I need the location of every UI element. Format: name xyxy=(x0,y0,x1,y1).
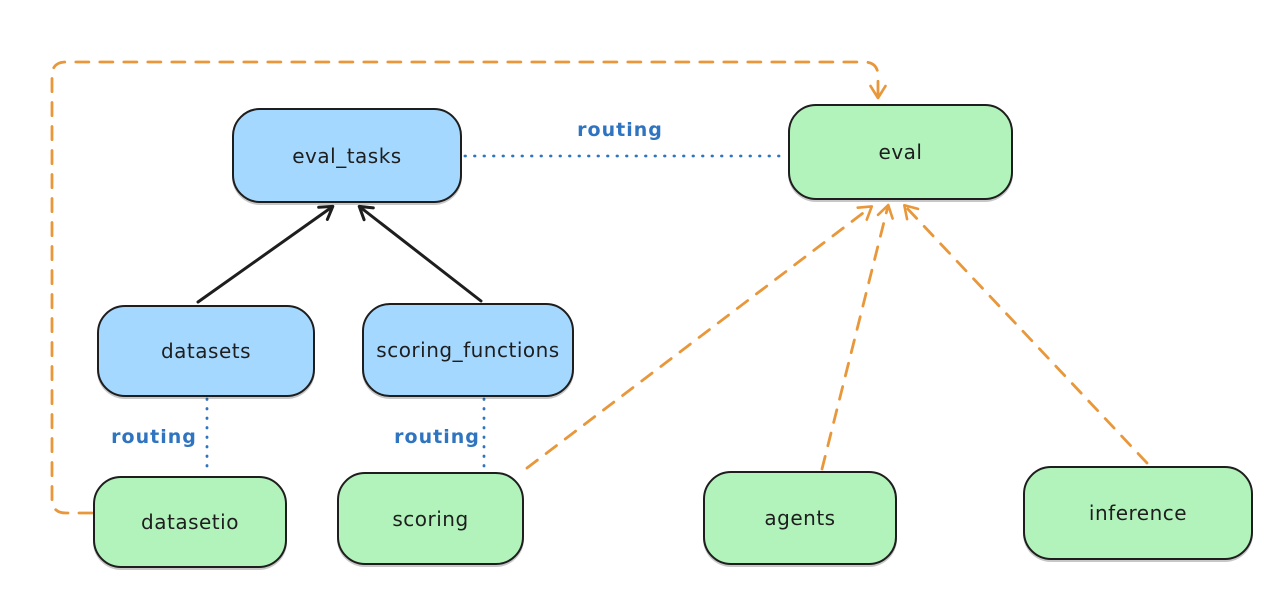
node-datasetio: datasetio xyxy=(93,476,287,568)
edge-datasetio-to-eval-loop xyxy=(50,60,887,515)
node-label-scoring: scoring xyxy=(392,506,469,531)
node-label-inference: inference xyxy=(1088,501,1188,525)
node-eval_tasks: eval_tasks xyxy=(232,108,462,203)
node-agents: agents xyxy=(703,471,897,565)
node-label-eval: eval xyxy=(878,140,923,164)
node-label-eval_tasks: eval_tasks xyxy=(292,143,402,168)
edge-datasets-to-eval_tasks xyxy=(196,204,335,304)
node-label-datasetio: datasetio xyxy=(141,510,239,534)
node-label-scoring_functions: scoring_functions xyxy=(376,338,560,362)
edge-inference-to-eval xyxy=(903,203,1149,465)
edge-label-scoring_functions-to-scoring-routing: routing xyxy=(394,426,480,448)
edge-label-datasets-to-datasetio-routing: routing xyxy=(111,426,197,448)
node-scoring: scoring xyxy=(337,472,524,565)
node-label-datasets: datasets xyxy=(160,339,252,363)
edge-scoring-to-eval xyxy=(525,205,874,470)
edge-label-eval_tasks-to-eval-routing: routing xyxy=(577,119,663,141)
edge-scoring_functions-to-eval_tasks xyxy=(357,204,483,303)
node-inference: inference xyxy=(1023,466,1253,560)
node-scoring_functions: scoring_functions xyxy=(362,303,574,397)
node-eval: eval xyxy=(788,104,1013,200)
node-label-agents: agents xyxy=(764,506,836,530)
edge-agents-to-eval xyxy=(820,203,894,471)
node-datasets: datasets xyxy=(97,305,315,397)
